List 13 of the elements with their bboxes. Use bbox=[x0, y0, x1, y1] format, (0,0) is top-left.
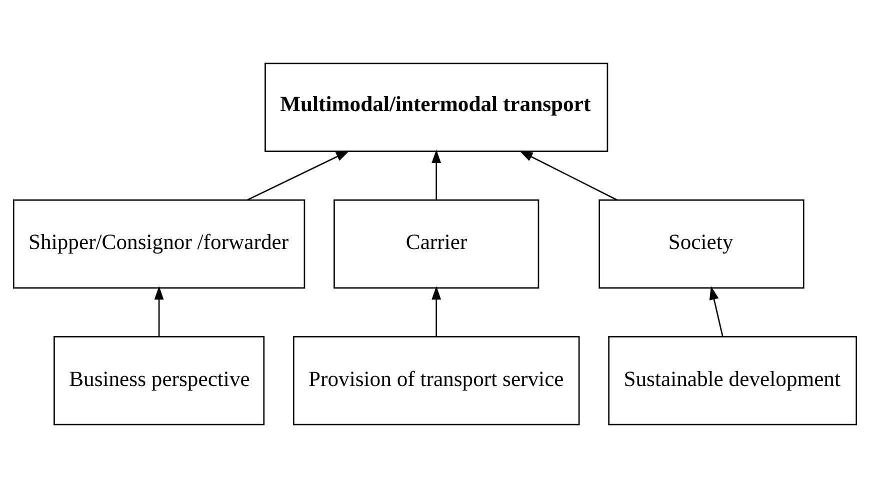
node-box: Society bbox=[598, 199, 804, 289]
node-box: Shipper/Consignor /forwarder bbox=[12, 199, 306, 289]
arrow bbox=[247, 150, 350, 201]
node-box: Sustainable development bbox=[608, 336, 858, 426]
arrow bbox=[519, 150, 618, 200]
arrow bbox=[154, 286, 164, 337]
node-box: Business perspective bbox=[54, 336, 265, 426]
node-box: Carrier bbox=[334, 199, 540, 289]
arrow bbox=[432, 286, 442, 337]
node-box: Multimodal/intermodal transport bbox=[264, 62, 608, 152]
arrow bbox=[432, 149, 442, 200]
node-box: Provision of transport service bbox=[292, 336, 580, 426]
arrow bbox=[709, 286, 724, 337]
